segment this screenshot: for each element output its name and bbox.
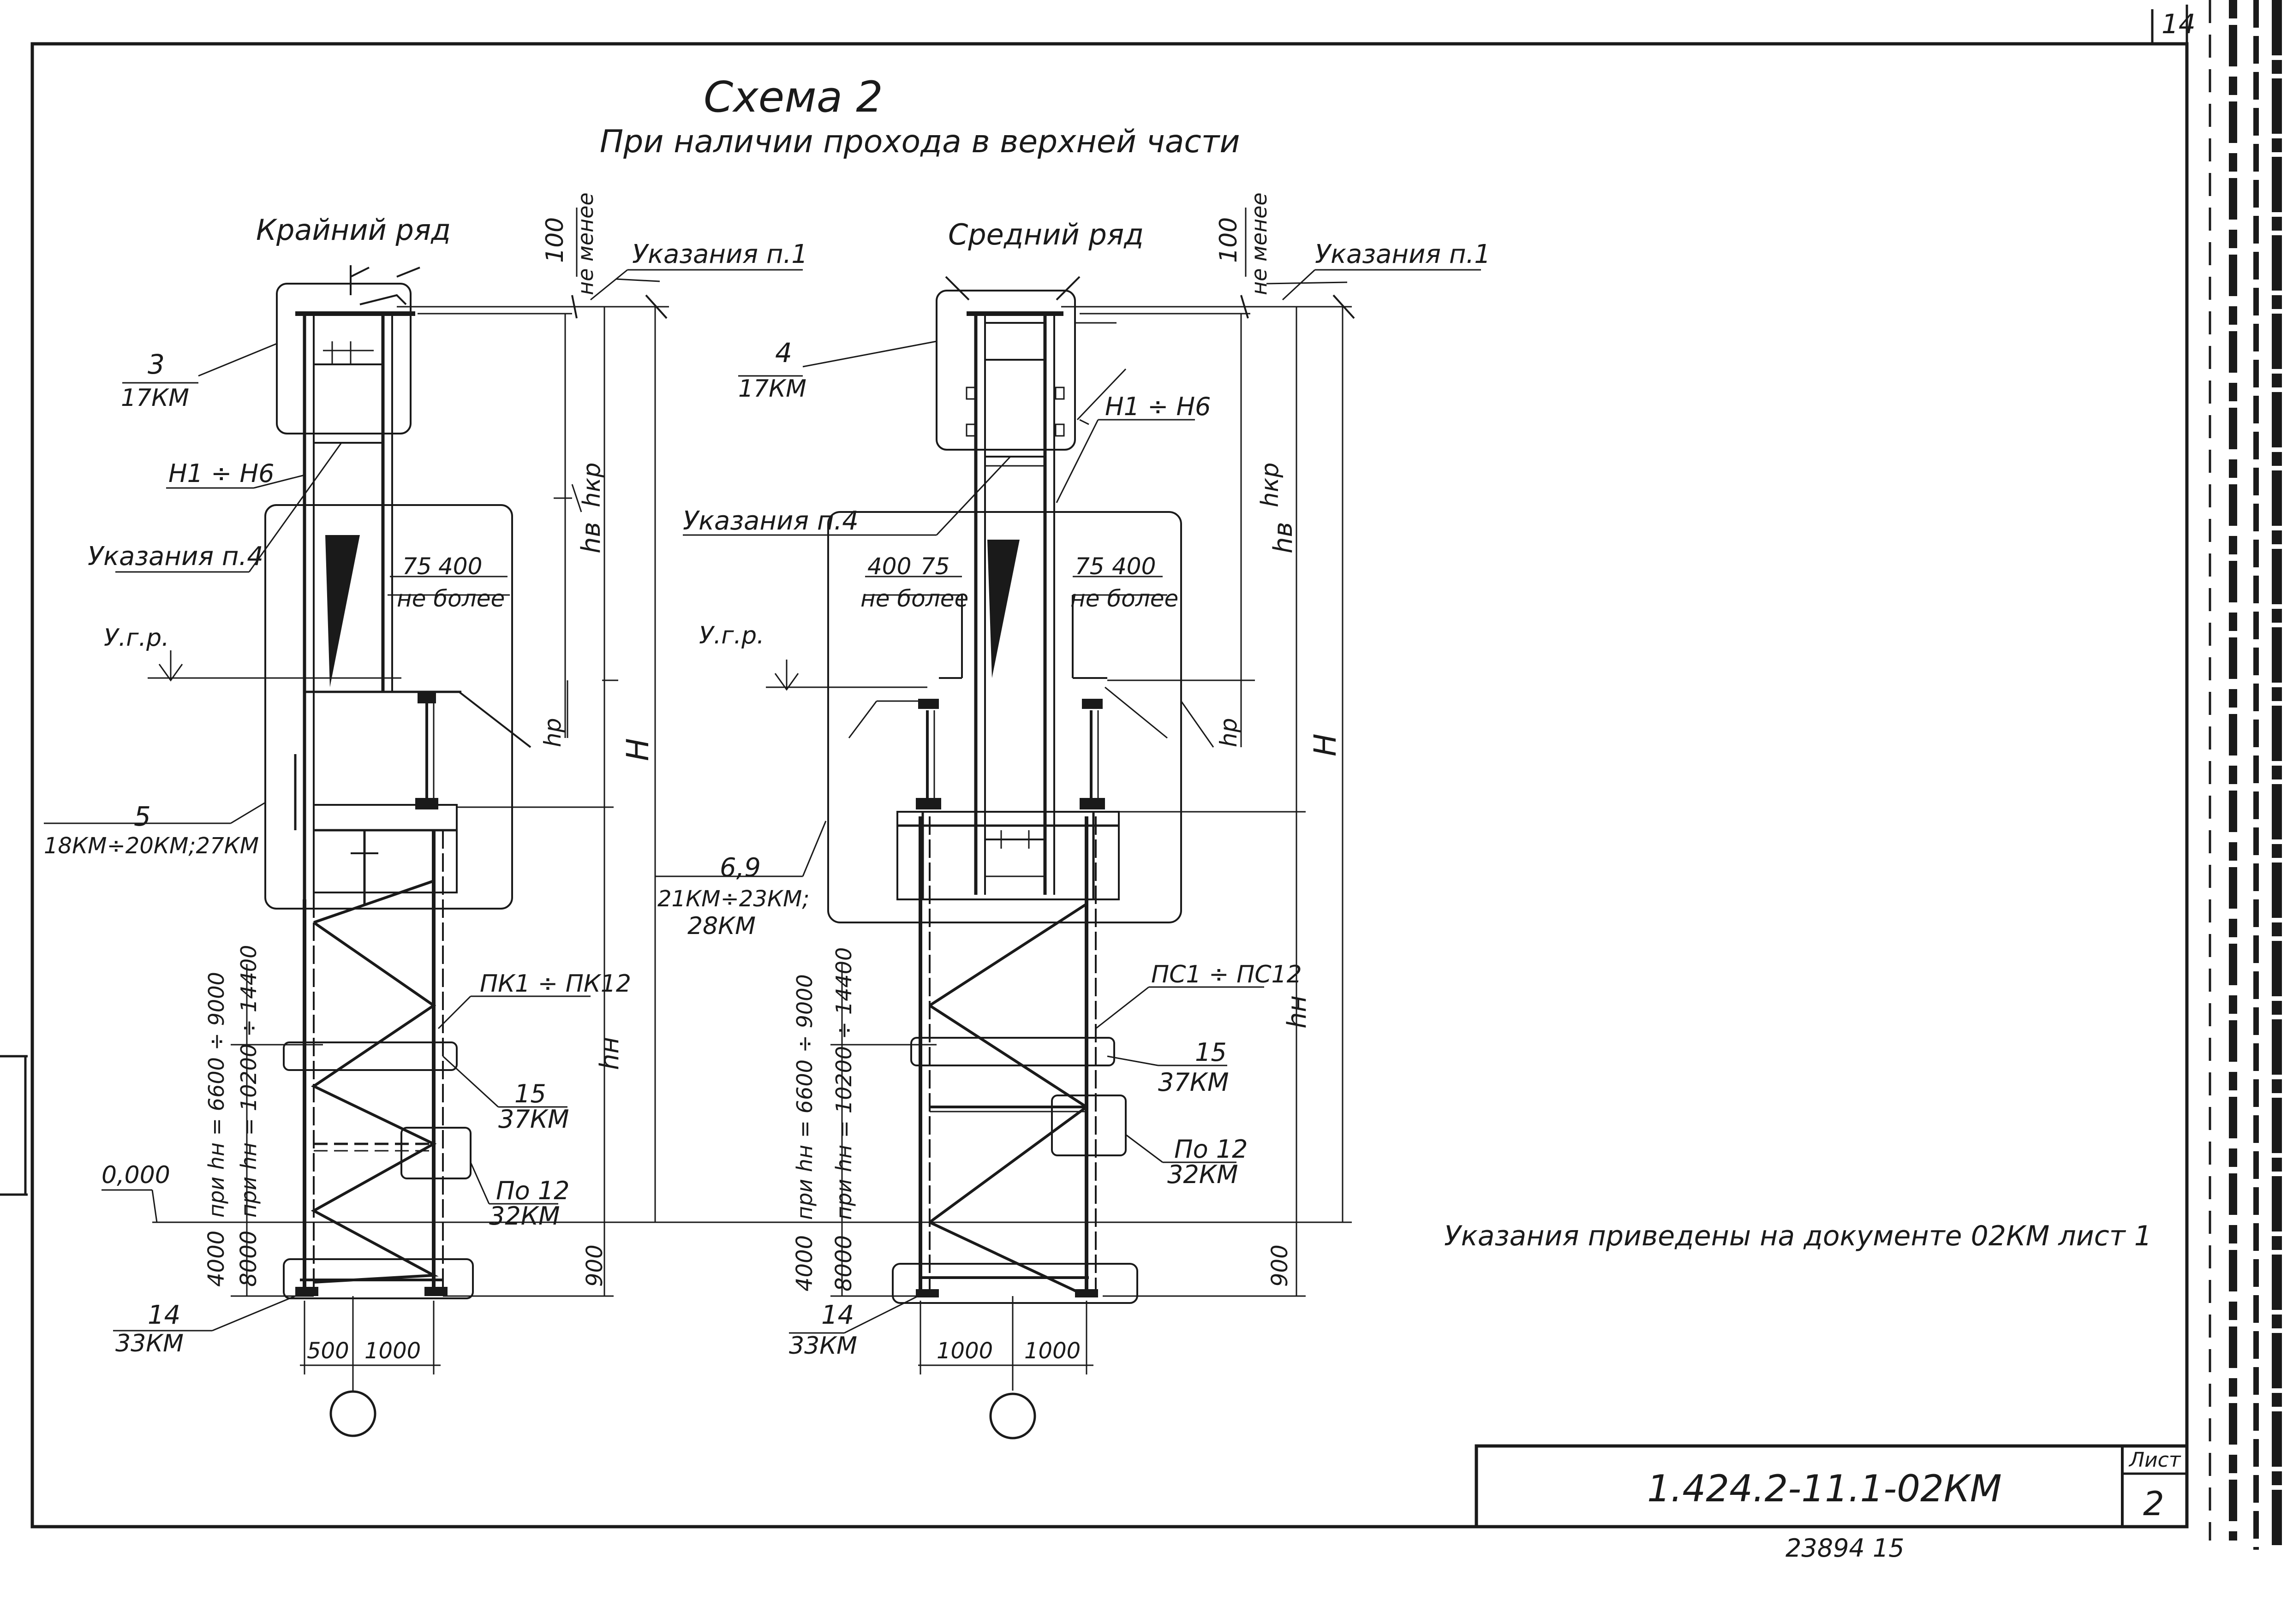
left-callout-15-doc: 37КМ <box>498 1105 569 1134</box>
left-hr: hр <box>539 718 566 747</box>
left-callout-14: 14 <box>148 1300 180 1330</box>
right-ref-mid: Указания п.4 <box>683 506 859 536</box>
left-column-drawing: Крайний ряд <box>44 208 803 1437</box>
right-hv: hв <box>1268 522 1298 554</box>
left-hkr: hкр <box>578 463 606 507</box>
left-clearance-top: 100 <box>541 217 569 263</box>
right-callout-15-doc: 37КМ <box>1158 1068 1229 1097</box>
right-dim-1000a: 1000 <box>937 1338 993 1364</box>
right-clearance-note: не менее <box>1247 192 1272 295</box>
left-H: Н <box>620 738 656 761</box>
right-callout-head-doc: 17КМ <box>738 375 806 403</box>
left-dim-4000: 4000 <box>203 1231 229 1287</box>
left-callout-po-doc: 32КМ <box>489 1202 560 1231</box>
right-gap-right-b: 400 <box>1112 553 1156 580</box>
document-code: 1.424.2-11.1-02КМ <box>1647 1467 2002 1510</box>
left-callout-head: 3 <box>148 349 165 380</box>
scheme-title: Схема 2 <box>704 72 883 122</box>
left-gap-b: 400 <box>438 553 482 580</box>
right-hr: hр <box>1215 718 1242 747</box>
left-range-a: при hн = 6600 ÷ 9000 <box>204 972 229 1218</box>
right-column-drawing: Средний ряд <box>655 208 1481 1440</box>
sheet-frame: 14 <box>0 0 2282 1550</box>
inventory-number: 23894 15 <box>1785 1534 1905 1563</box>
right-h-range: Н1 ÷ Н6 <box>1105 392 1211 421</box>
right-callout-head: 4 <box>775 337 792 369</box>
scheme-subtitle: При наличии прохода в верхней части <box>600 124 1240 160</box>
left-dim-500: 500 <box>307 1338 349 1364</box>
right-ref-top: Указания п.1 <box>1315 239 1491 269</box>
left-h-range: Н1 ÷ Н6 <box>168 459 275 488</box>
left-dim-1000: 1000 <box>364 1338 421 1364</box>
right-row-label: Средний ряд <box>948 218 1144 251</box>
left-clearance-note: не менее <box>573 192 598 295</box>
right-ps-range: ПС1 ÷ ПС12 <box>1151 961 1302 988</box>
title-block: 1.424.2-11.1-02КМ Лист 2 <box>1475 1444 2189 1529</box>
left-callout-14-doc: 33КМ <box>115 1330 184 1357</box>
right-hn: hн <box>1282 995 1312 1029</box>
left-labels: 100 не менее Указания п.1 3 17КМ Н1 ÷ Н6… <box>44 192 808 1364</box>
right-callout-po: По 12 <box>1174 1135 1248 1164</box>
sheet-label: Лист <box>2128 1448 2181 1472</box>
left-callout-mid: 5 <box>134 801 151 832</box>
left-dim-8000: 8000 <box>236 1231 262 1287</box>
general-note: Указания приведены на документе 02КМ лис… <box>1444 1220 2152 1252</box>
right-callout-po-doc: 32КМ <box>1167 1160 1238 1189</box>
right-gap-right-a: 75 <box>1075 553 1105 580</box>
left-zero: 0,000 <box>102 1161 170 1189</box>
right-callout-14: 14 <box>821 1300 854 1330</box>
right-clearance-top: 100 <box>1215 217 1242 263</box>
left-gap-note: не более <box>397 585 505 612</box>
left-pk-range: ПК1 ÷ ПК12 <box>480 970 631 998</box>
right-hkr: hкр <box>1256 463 1284 507</box>
left-callout-head-doc: 17КМ <box>121 384 189 412</box>
right-callout-mid-doc1: 21КМ÷23КМ; <box>657 886 810 912</box>
right-gap-note-left: не более <box>860 585 968 612</box>
right-gap-left-b: 75 <box>920 553 950 580</box>
right-callout-15: 15 <box>1195 1038 1227 1067</box>
right-dim-1000b: 1000 <box>1024 1338 1081 1364</box>
sheet-value: 2 <box>2143 1484 2164 1523</box>
right-gap-note-right: не более <box>1070 585 1178 612</box>
right-range-a: при hн = 6600 ÷ 9000 <box>792 974 817 1220</box>
right-ugr: У.г.р. <box>699 622 764 649</box>
left-ugr: У.г.р. <box>104 624 169 652</box>
right-dim-8000: 8000 <box>831 1235 857 1291</box>
right-H: Н <box>1308 733 1343 756</box>
left-range-b: при hн = 10200 ÷ 14400 <box>236 945 261 1218</box>
left-row-label: Крайний ряд <box>256 213 451 247</box>
right-callout-mid-doc2: 28КМ <box>687 912 756 940</box>
left-ref-top: Указания п.1 <box>632 239 808 269</box>
left-callout-po: По 12 <box>496 1176 570 1205</box>
left-callout-mid-doc: 18КМ÷20КМ;27КМ <box>44 833 259 859</box>
left-callout-15: 15 <box>514 1079 546 1108</box>
sheet-corner-number: 14 <box>2162 8 2196 40</box>
left-gap-a: 75 <box>402 553 432 580</box>
left-ref-mid: Указания п.4 <box>88 541 263 571</box>
left-dim-900: 900 <box>582 1244 608 1287</box>
right-callout-14-doc: 33КМ <box>789 1332 857 1360</box>
right-labels: 100 не менее Указания п.1 4 17КМ Н1 ÷ Н6… <box>657 192 1491 1364</box>
right-gap-left-a: 400 <box>867 553 911 580</box>
left-hn: hн <box>595 1037 625 1070</box>
right-dim-4000: 4000 <box>792 1235 818 1291</box>
left-hv: hв <box>576 522 606 554</box>
right-range-b: при hн = 10200 ÷ 14400 <box>831 947 856 1220</box>
right-dim-900: 900 <box>1267 1244 1293 1287</box>
right-callout-mid: 6,9 <box>720 853 761 883</box>
